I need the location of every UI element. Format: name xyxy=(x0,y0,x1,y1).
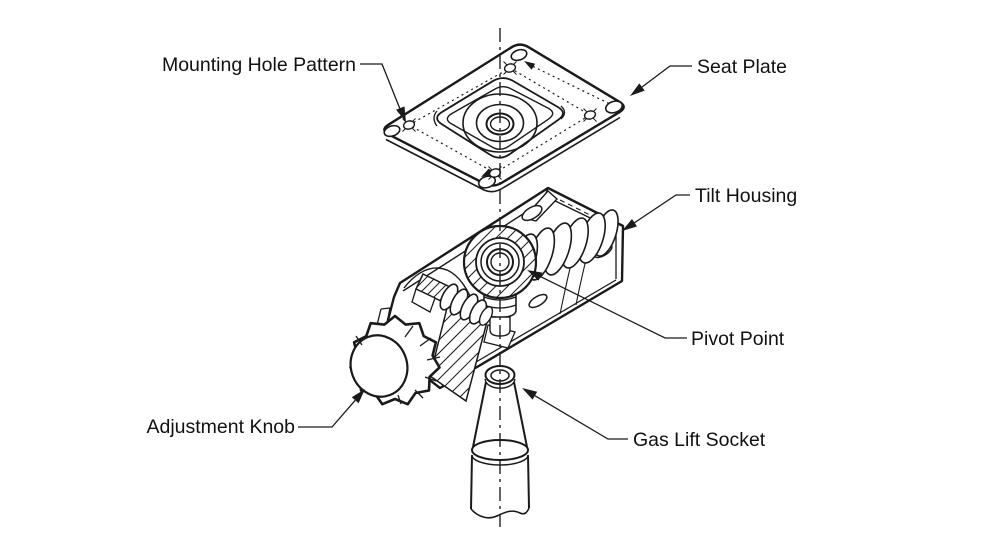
knob-facets xyxy=(355,325,441,405)
plate-thickness-edge xyxy=(385,116,621,193)
threaded-rod xyxy=(439,283,494,326)
arrowhead xyxy=(522,388,538,400)
corner-holes xyxy=(383,48,624,189)
leader-line xyxy=(360,63,401,110)
slot xyxy=(528,293,548,309)
callout-pivot-point: Pivot Point xyxy=(527,270,785,350)
inner-curve xyxy=(403,267,471,297)
break-line xyxy=(470,507,530,519)
corner-hole xyxy=(477,175,497,189)
slot xyxy=(521,204,543,222)
leader-line xyxy=(641,65,692,88)
leader-line xyxy=(298,399,356,428)
label-adjustment-knob: Adjustment Knob xyxy=(146,416,295,438)
leader-line xyxy=(634,194,690,224)
pattern-dotted-diag xyxy=(527,63,611,105)
knob-face xyxy=(349,334,409,398)
label-tilt-housing: Tilt Housing xyxy=(695,185,797,207)
base-sides xyxy=(470,454,530,510)
adjustment-knob-drawing xyxy=(349,314,441,406)
arrowhead xyxy=(630,83,645,96)
arrowhead xyxy=(351,389,365,404)
label-mounting-hole-pattern: Mounting Hole Pattern xyxy=(162,54,356,76)
pattern-arrowhead xyxy=(524,61,536,70)
corner-hole xyxy=(510,48,528,62)
wall-inner-edge xyxy=(475,231,617,363)
boss-corner-mark xyxy=(560,105,566,120)
seat-plate-drawing xyxy=(383,43,625,193)
label-pivot-point: Pivot Point xyxy=(691,328,785,350)
arrowhead xyxy=(527,270,543,281)
label-seat-plate: Seat Plate xyxy=(697,56,787,78)
callouts: Mounting Hole Pattern Seat Plate Tilt Ho… xyxy=(146,54,797,451)
callout-tilt-housing: Tilt Housing xyxy=(622,185,797,231)
boss-corner-mark xyxy=(433,110,438,127)
cone-sides xyxy=(472,381,528,448)
corner-hole xyxy=(383,124,401,138)
arrowhead xyxy=(396,106,406,122)
arrowhead xyxy=(622,219,637,231)
callout-seat-plate: Seat Plate xyxy=(630,56,787,96)
callout-gas-lift-socket: Gas Lift Socket xyxy=(522,388,766,451)
callout-adjustment-knob: Adjustment Knob xyxy=(146,389,365,438)
label-gas-lift-socket: Gas Lift Socket xyxy=(633,429,766,451)
corner-hole xyxy=(604,100,624,114)
leader-line xyxy=(534,395,628,440)
leader-line xyxy=(540,276,687,339)
callout-mounting-hole-pattern: Mounting Hole Pattern xyxy=(162,54,406,122)
pivot-point-boss xyxy=(462,224,538,300)
mounting-hole-pattern xyxy=(402,61,611,180)
pattern-holes xyxy=(402,61,597,180)
boss-inner xyxy=(446,85,554,150)
